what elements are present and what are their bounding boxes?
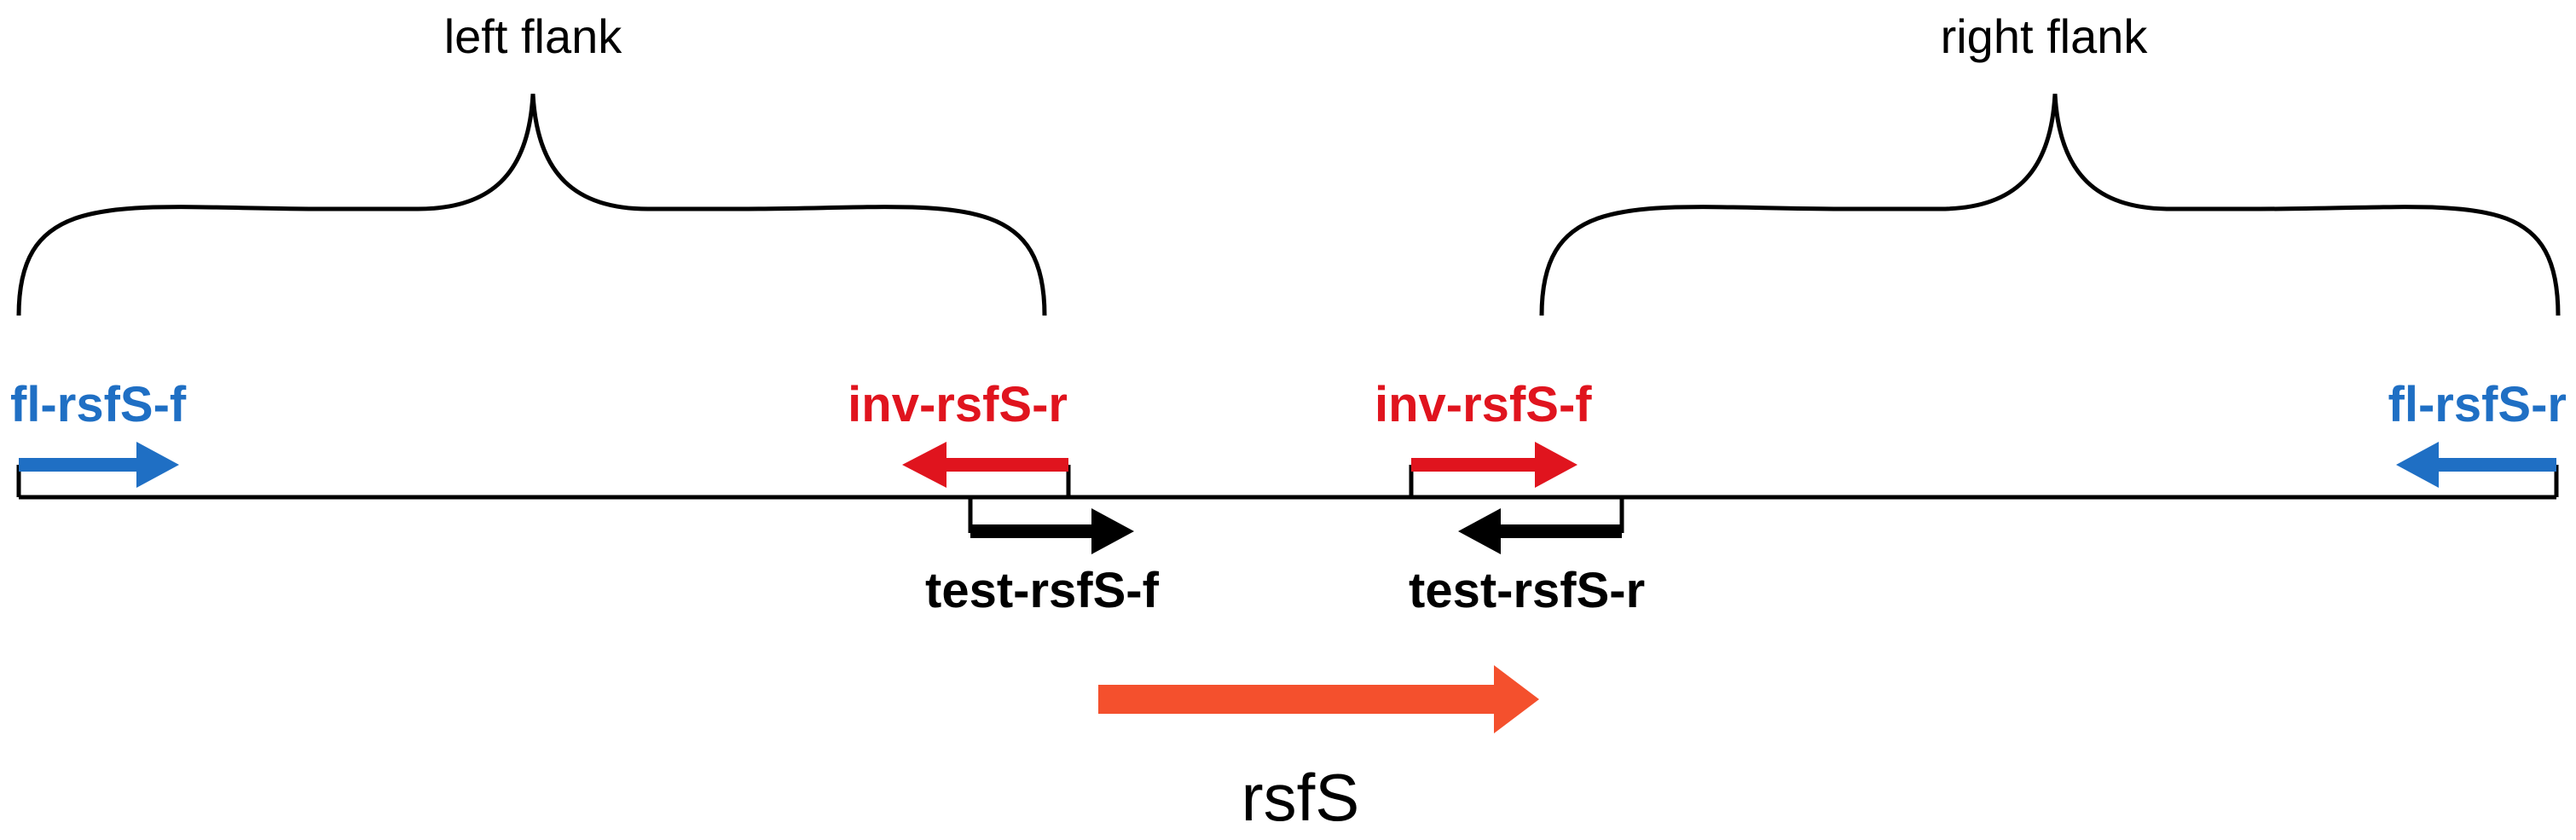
fl-rsfS-r-arrow <box>2396 442 2559 497</box>
rsfS-gene-arrow <box>1098 665 1539 733</box>
fl-rsfS-f-arrow <box>16 442 179 497</box>
inv-rsfS-r-label: inv-rsfS-r <box>848 377 1068 432</box>
test-rsfS-r-label: test-rsfS-r <box>1409 563 1645 618</box>
right-flank-brace <box>1539 93 2561 316</box>
inv-rsfS-f-arrow <box>1409 442 1577 497</box>
fl-rsfS-f-label: fl-rsfS-f <box>10 377 187 432</box>
test-rsfS-f-label: test-rsfS-f <box>925 563 1160 618</box>
fl-rsfS-r-label: fl-rsfS-r <box>2388 377 2567 432</box>
inv-rsfS-r-arrow <box>902 442 1071 497</box>
inv-rsfS-f-label: inv-rsfS-f <box>1375 377 1592 432</box>
test-rsfS-r-arrow <box>1458 497 1624 554</box>
left-flank-brace <box>16 93 1047 316</box>
right-flank-label: right flank <box>1941 9 2149 63</box>
test-rsfS-f-arrow <box>968 497 1134 554</box>
rsfS-gene-label: rsfS <box>1242 760 1360 835</box>
left-flank-label: left flank <box>444 9 623 63</box>
